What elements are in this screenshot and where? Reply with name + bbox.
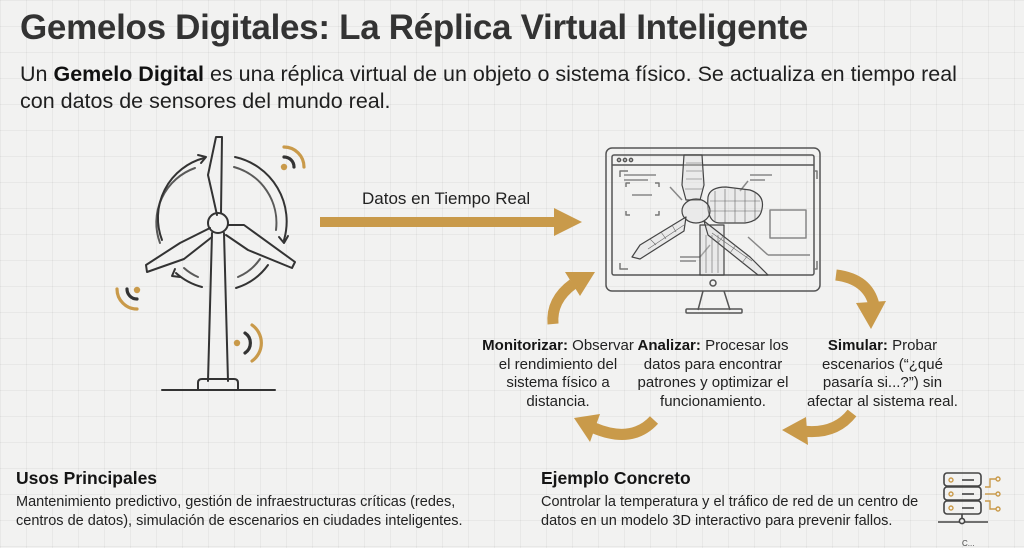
signal-wave-icon xyxy=(115,286,141,311)
step-analizar: Analizar: Procesar los datos para encont… xyxy=(628,337,798,411)
step-monitorizar: Monitorizar: Observar el rendimiento del… xyxy=(478,337,638,411)
page-title: Gemelos Digitales: La Réplica Virtual In… xyxy=(20,8,808,47)
intro-paragraph: Un Gemelo Digital es una réplica virtual… xyxy=(20,61,980,115)
footnote: C... xyxy=(962,539,975,548)
step-analizar-label: Analizar: xyxy=(637,337,701,354)
cycle-arrow-simulate-to-analyze xyxy=(782,409,857,445)
signal-wave-icon xyxy=(233,323,263,363)
intro-pre: Un xyxy=(20,62,54,86)
cycle-arrow-analyze-to-monitor xyxy=(574,414,659,442)
signal-wave-icon xyxy=(280,145,306,171)
example-body: Controlar la temperatura y el tráfico de… xyxy=(541,494,919,529)
cycle-arrow-model-to-simulate xyxy=(835,269,886,329)
server-network-icon xyxy=(938,472,1001,525)
cycle-arrow-monitor-to-model xyxy=(547,272,595,325)
intro-bold-term: Gemelo Digital xyxy=(53,62,205,86)
example-title: Ejemplo Concreto xyxy=(541,468,691,488)
step-simular-text: Probar escenarios (“¿qué pasaría si...?”… xyxy=(807,337,958,410)
data-flow-label: Datos en Tiempo Real xyxy=(362,189,531,208)
step-monitorizar-label: Monitorizar: xyxy=(482,337,568,354)
intro-post: es una réplica virtual de un objeto o si… xyxy=(20,62,957,113)
uses-body: Mantenimiento predictivo, gestión de inf… xyxy=(16,494,463,529)
data-flow-arrow-icon xyxy=(320,208,582,236)
uses-title: Usos Principales xyxy=(16,468,158,488)
wind-turbine-icon xyxy=(115,136,306,391)
step-analizar-text: Procesar los datos para encontrar patron… xyxy=(637,337,789,410)
step-simular: Simular: Probar escenarios (“¿qué pasarí… xyxy=(800,337,965,411)
step-monitorizar-text: Observar el rendimiento del sistema físi… xyxy=(498,337,634,410)
step-simular-label: Simular: xyxy=(827,337,888,354)
monitor-wireframe-turbine-icon xyxy=(605,147,821,314)
